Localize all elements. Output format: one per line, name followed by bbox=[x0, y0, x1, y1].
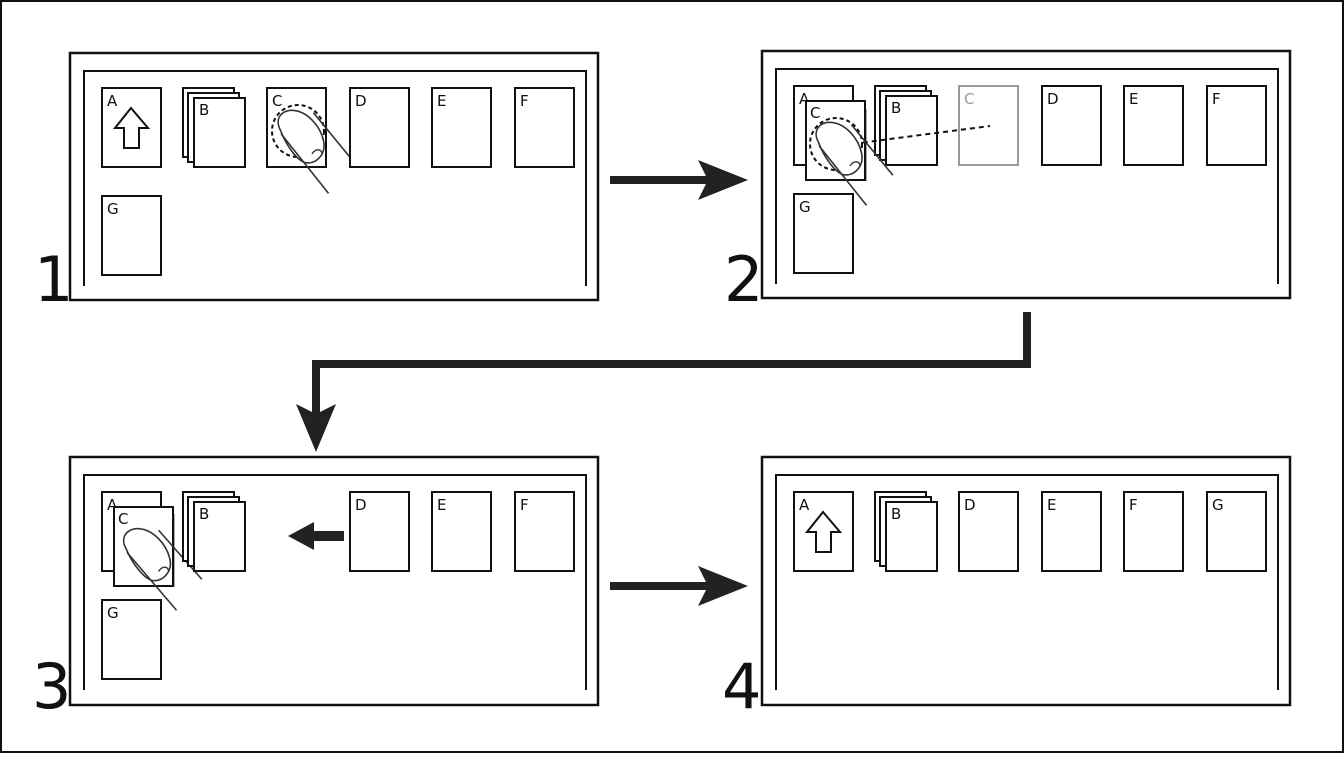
card-g[interactable]: G bbox=[101, 195, 162, 276]
screen-area bbox=[775, 474, 1279, 690]
card-label: D bbox=[964, 496, 976, 514]
card-label: C bbox=[964, 90, 974, 108]
card-e[interactable]: E bbox=[1123, 85, 1184, 166]
card-g[interactable]: G bbox=[101, 599, 162, 680]
touch-indicator bbox=[809, 110, 899, 214]
step-number: 1 bbox=[34, 243, 73, 316]
card-label: G bbox=[799, 198, 811, 216]
card-d[interactable]: D bbox=[349, 491, 410, 572]
up-arrow-icon bbox=[804, 510, 843, 553]
card-label: B bbox=[891, 99, 901, 117]
up-arrow-icon bbox=[112, 106, 151, 149]
card-label: E bbox=[1047, 496, 1056, 514]
card-label: G bbox=[1212, 496, 1224, 514]
card-label: D bbox=[355, 496, 367, 514]
screen-area bbox=[83, 474, 587, 690]
card-label: F bbox=[520, 496, 529, 514]
screen-area bbox=[775, 68, 1279, 284]
card-label: B bbox=[199, 101, 209, 119]
card-d[interactable]: D bbox=[958, 491, 1019, 572]
card-b-stack[interactable]: B bbox=[182, 491, 246, 572]
card-label: A bbox=[107, 496, 118, 514]
card-g[interactable]: G bbox=[793, 193, 854, 274]
step-number: 2 bbox=[724, 243, 763, 316]
card-f[interactable]: F bbox=[514, 87, 575, 168]
card-d[interactable]: D bbox=[349, 87, 410, 168]
step-number: 3 bbox=[32, 650, 71, 723]
card-e[interactable]: E bbox=[431, 491, 492, 572]
card-label: G bbox=[107, 604, 119, 622]
panel-step-3: 3 A C B D E bbox=[32, 455, 600, 723]
arrow-step-2-to-3 bbox=[296, 312, 1031, 452]
card-e[interactable]: E bbox=[431, 87, 492, 168]
card-g[interactable]: G bbox=[1206, 491, 1267, 572]
card-label: C bbox=[272, 92, 282, 110]
card-label: C bbox=[118, 510, 128, 528]
card-f[interactable]: F bbox=[1206, 85, 1267, 166]
card-label: E bbox=[437, 496, 446, 514]
card-f[interactable]: F bbox=[1123, 491, 1184, 572]
card-e[interactable]: E bbox=[1041, 491, 1102, 572]
card-label: B bbox=[891, 505, 901, 523]
panel-step-4: 4 A B D E F G bbox=[722, 455, 1292, 723]
card-label: D bbox=[1047, 90, 1059, 108]
card-b-stack[interactable]: B bbox=[874, 491, 938, 572]
shift-left-arrow-icon bbox=[288, 522, 344, 550]
arrow-step-1-to-2 bbox=[610, 160, 748, 200]
card-label: B bbox=[199, 505, 209, 523]
card-label: A bbox=[799, 90, 810, 108]
card-b-stack[interactable]: B bbox=[182, 87, 246, 168]
card-a[interactable]: A bbox=[793, 491, 854, 572]
card-b-stack[interactable]: B bbox=[874, 85, 938, 166]
screen-area bbox=[83, 70, 587, 286]
card-label: F bbox=[1129, 496, 1138, 514]
card-label: A bbox=[107, 92, 118, 110]
card-a[interactable]: A bbox=[101, 87, 162, 168]
card-label: E bbox=[437, 92, 446, 110]
card-label: A bbox=[799, 496, 810, 514]
card-label: C bbox=[810, 104, 820, 122]
card-label: E bbox=[1129, 90, 1138, 108]
drag-path bbox=[835, 125, 991, 147]
card-label: D bbox=[355, 92, 367, 110]
card-d[interactable]: D bbox=[1041, 85, 1102, 166]
card-f[interactable]: F bbox=[514, 491, 575, 572]
touch-indicator bbox=[271, 98, 361, 202]
card-label: G bbox=[107, 200, 119, 218]
panel-step-2: 2 A C B C D bbox=[724, 49, 1292, 316]
arrow-step-3-to-4 bbox=[610, 566, 748, 606]
card-label: F bbox=[520, 92, 529, 110]
step-number: 4 bbox=[722, 650, 761, 723]
panel-step-1: 1 A B C D E bbox=[34, 51, 600, 316]
card-label: F bbox=[1212, 90, 1221, 108]
